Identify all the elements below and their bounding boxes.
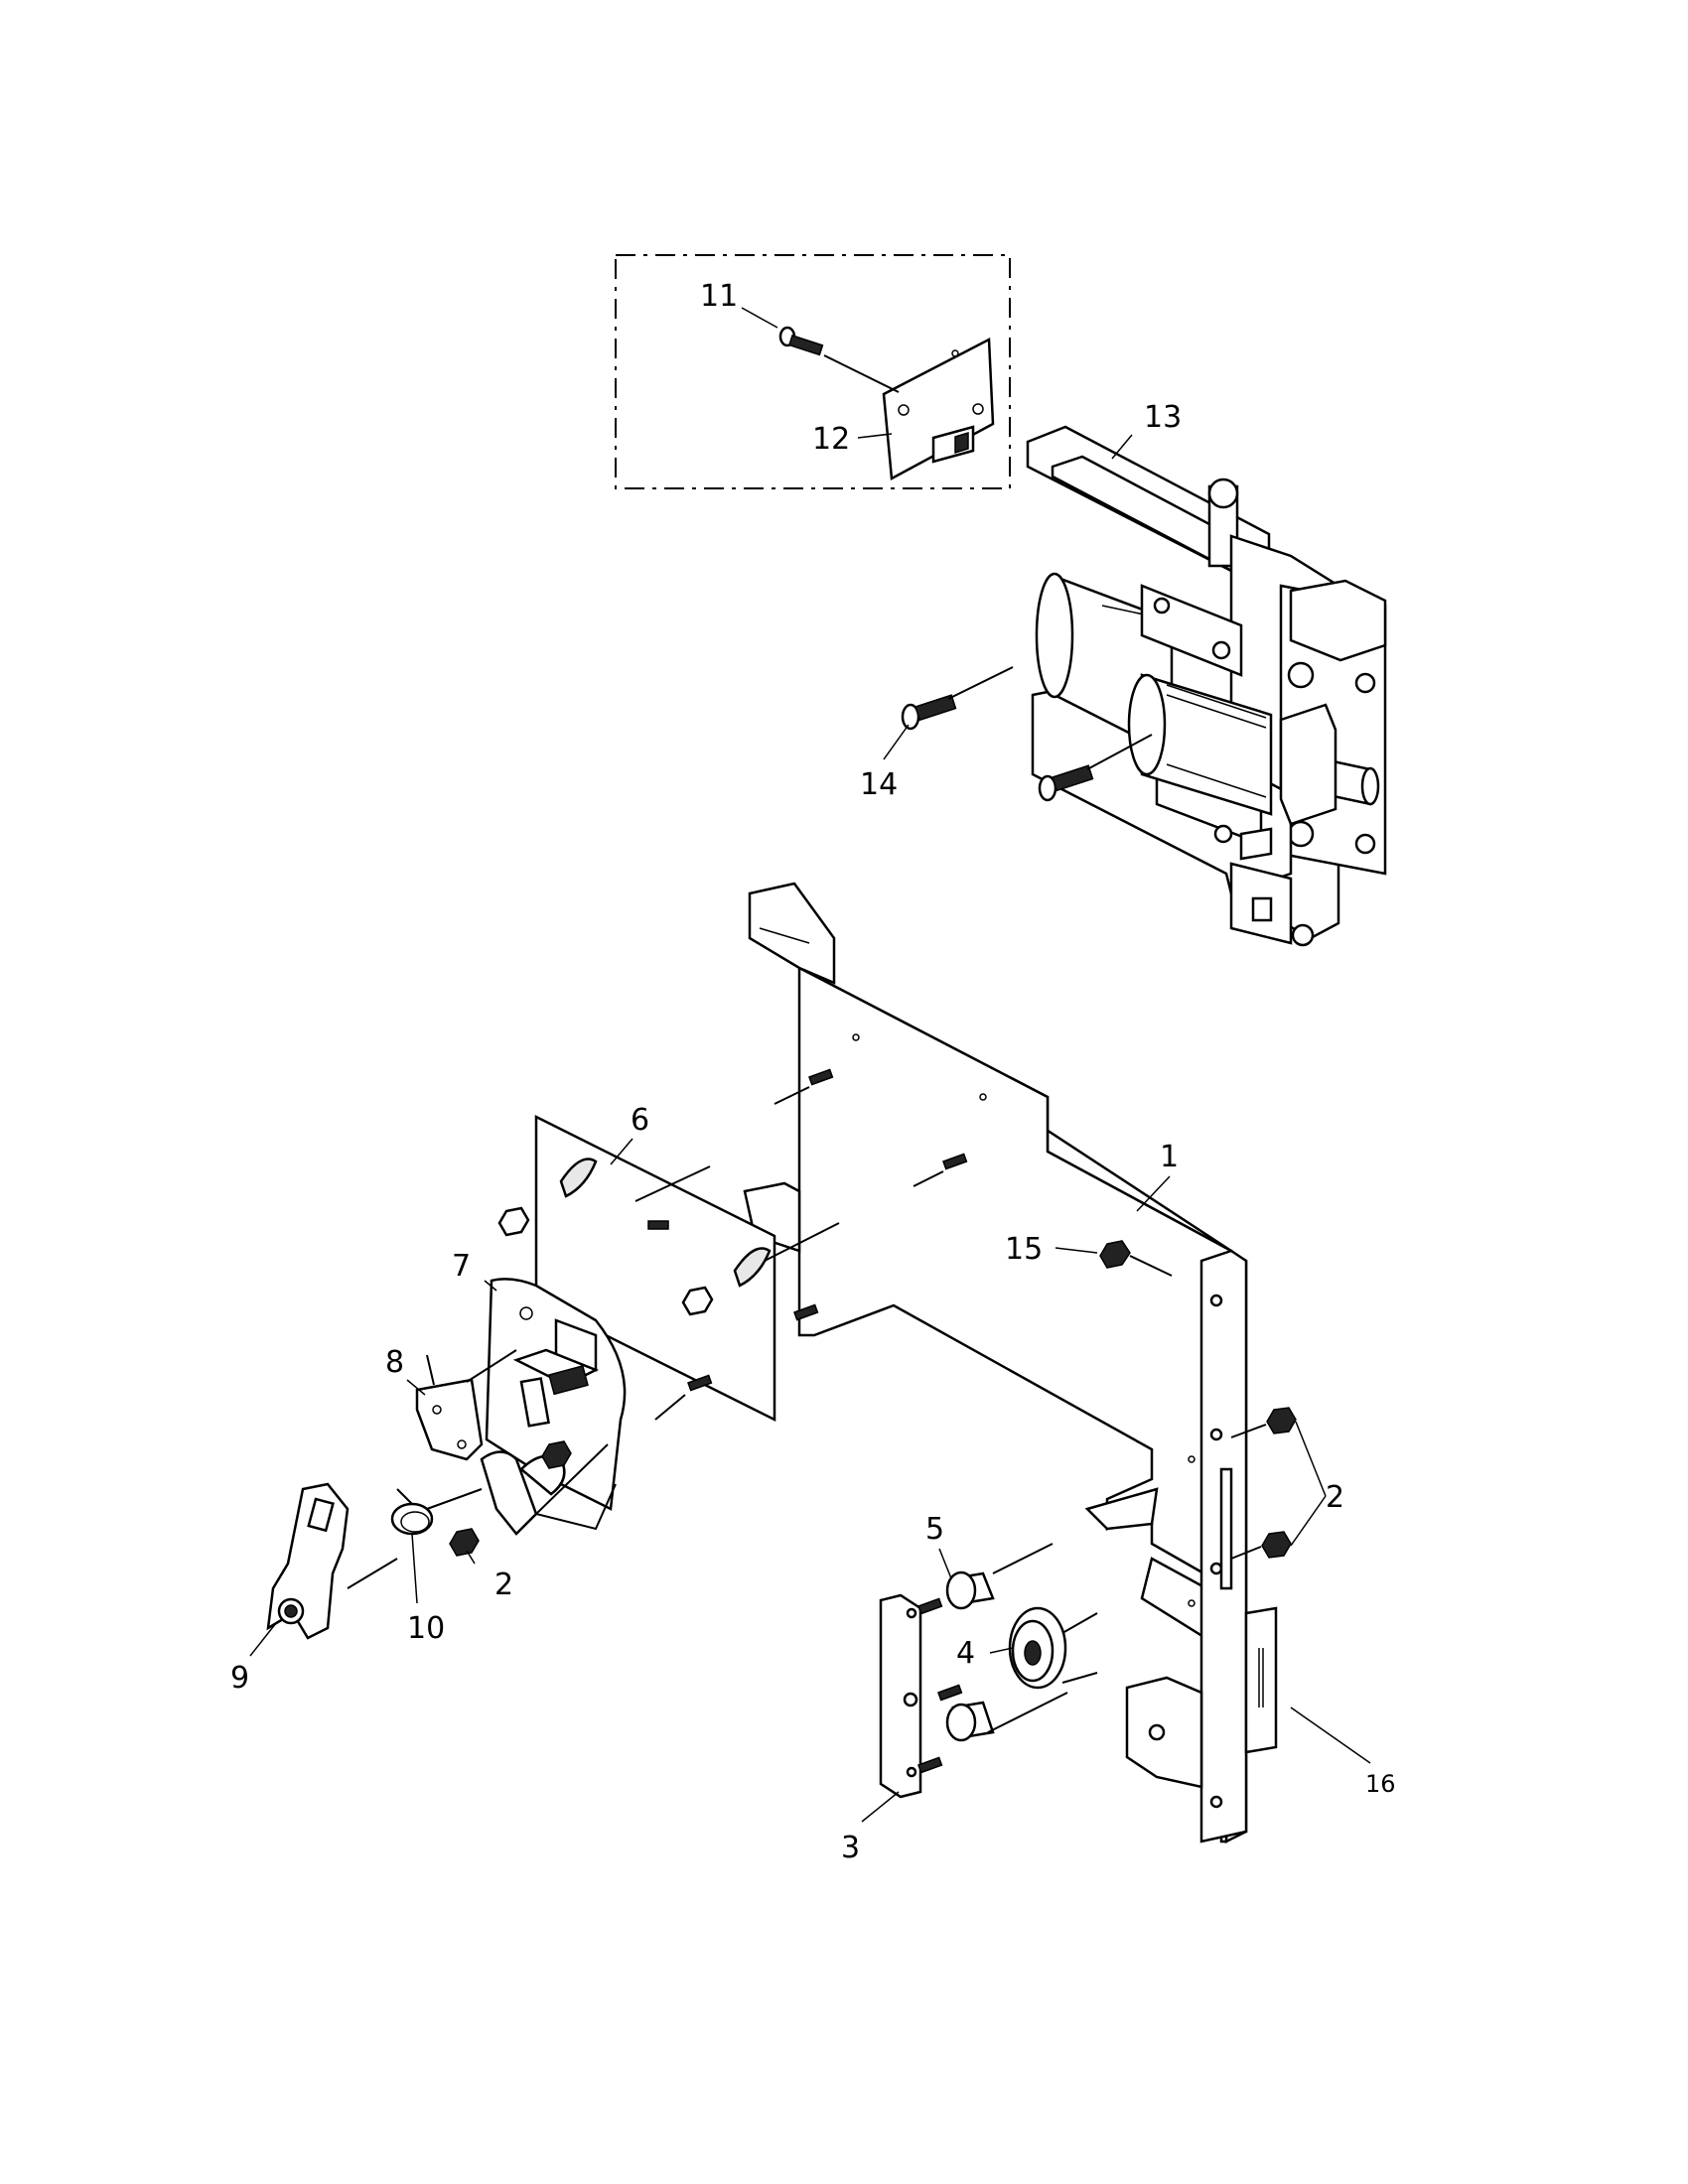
callout-6: 6	[631, 1103, 649, 1138]
callout-13: 13	[1144, 400, 1182, 435]
callout-1: 1	[1160, 1140, 1179, 1174]
part-8-micro-switch	[415, 1349, 517, 1461]
callout-9: 9	[230, 1661, 249, 1696]
callout-2-left: 2	[494, 1568, 513, 1602]
callout-14: 14	[860, 767, 898, 802]
part-11-screw	[778, 326, 900, 393]
part-9-gear-quadrant	[266, 1482, 480, 1640]
part-7-switch-bracket	[480, 1278, 627, 1536]
part-4-roller	[937, 1606, 1098, 1733]
callout-15: 15	[1005, 1232, 1043, 1267]
part-12-board	[882, 337, 995, 480]
part-1-main-bracket	[743, 882, 1297, 1844]
callout-2-right: 2	[1326, 1480, 1344, 1515]
part-16-label	[1244, 1606, 1278, 1754]
part-3-bar	[879, 1593, 943, 1799]
part-15-nut	[1099, 1240, 1173, 1277]
part-13-motor-assembly	[901, 425, 1387, 947]
callout-5: 5	[925, 1512, 944, 1547]
callout-4: 4	[956, 1636, 975, 1671]
leader-lines	[249, 307, 1371, 1823]
part-6-plate	[497, 1114, 840, 1423]
part-14-screws	[901, 666, 1153, 802]
callout-12: 12	[812, 422, 850, 457]
callout-10: 10	[407, 1611, 445, 1646]
kit-box	[615, 254, 1011, 489]
callout-3: 3	[841, 1831, 860, 1865]
callout-16: 16	[1365, 1770, 1396, 1798]
callout-11: 11	[700, 279, 738, 314]
part-5-spacers	[945, 1543, 1054, 1742]
callout-7: 7	[452, 1249, 471, 1284]
callout-8: 8	[385, 1345, 404, 1380]
callout-labels: 1 2 2 3 4 5 6 7 8 9 10 11 12 13 14 15 16	[230, 279, 1396, 1865]
part-10-spring	[390, 1488, 483, 1536]
